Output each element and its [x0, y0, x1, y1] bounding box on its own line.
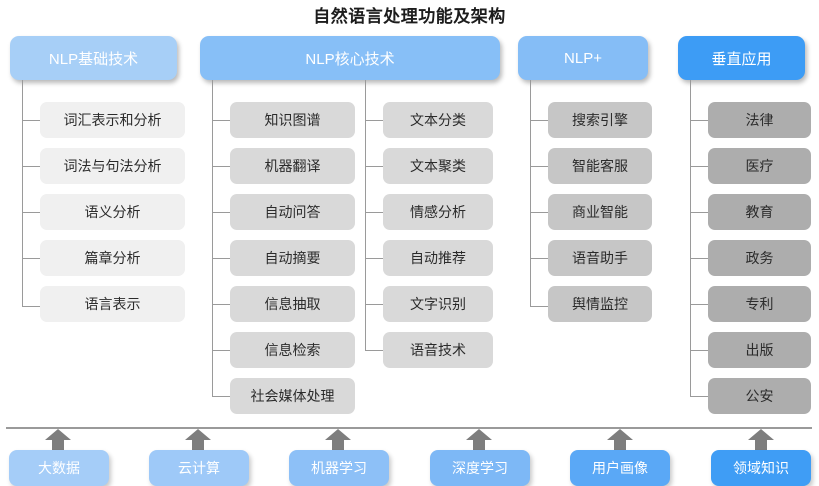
item-box[interactable]: 文字识别 [383, 286, 493, 322]
item-box[interactable]: 商业智能 [548, 194, 652, 230]
item-box[interactable]: 知识图谱 [230, 102, 355, 138]
column-header-nlp-basic[interactable]: NLP基础技术 [10, 36, 177, 80]
connector-stub [212, 212, 230, 213]
item-box[interactable]: 智能客服 [548, 148, 652, 184]
connector-stub [212, 120, 230, 121]
item-box[interactable]: 语义分析 [40, 194, 185, 230]
connector-stub [530, 258, 548, 259]
connector-stub [690, 166, 708, 167]
up-arrow-icon [466, 429, 492, 451]
connector-stub [365, 258, 383, 259]
item-box[interactable]: 搜索引擎 [548, 102, 652, 138]
item-box[interactable]: 法律 [708, 102, 811, 138]
up-arrow-icon [185, 429, 211, 451]
item-box[interactable]: 文本分类 [383, 102, 493, 138]
item-box[interactable]: 文本聚类 [383, 148, 493, 184]
connector-stub [212, 166, 230, 167]
connector-stub [365, 120, 383, 121]
item-box[interactable]: 语言表示 [40, 286, 185, 322]
connector-trunk [530, 80, 531, 307]
item-box[interactable]: 信息抽取 [230, 286, 355, 322]
item-box[interactable]: 自动推荐 [383, 240, 493, 276]
connector-stub [22, 306, 40, 307]
connector-trunk [365, 80, 366, 351]
connector-trunk [22, 80, 23, 307]
connector-stub [22, 258, 40, 259]
page-title: 自然语言处理功能及架构 [313, 7, 506, 26]
foundation-box[interactable]: 深度学习 [430, 450, 530, 486]
connector-stub [212, 258, 230, 259]
foundation-box[interactable]: 用户画像 [570, 450, 670, 486]
item-box[interactable]: 社会媒体处理 [230, 378, 355, 414]
connector-stub [530, 166, 548, 167]
connector-stub [530, 306, 548, 307]
connector-stub [690, 212, 708, 213]
connector-stub [690, 258, 708, 259]
connector-stub [22, 212, 40, 213]
connector-stub [530, 212, 548, 213]
foundation-box[interactable]: 云计算 [149, 450, 249, 486]
up-arrow-icon [748, 429, 774, 451]
item-box[interactable]: 语音助手 [548, 240, 652, 276]
connector-stub [212, 396, 230, 397]
base-divider [6, 427, 812, 429]
item-box[interactable]: 机器翻译 [230, 148, 355, 184]
item-box[interactable]: 情感分析 [383, 194, 493, 230]
connector-stub [365, 350, 383, 351]
connector-trunk [690, 80, 691, 397]
connector-stub [212, 350, 230, 351]
connector-stub [365, 304, 383, 305]
item-box[interactable]: 词法与句法分析 [40, 148, 185, 184]
connector-trunk [212, 80, 213, 397]
connector-stub [22, 166, 40, 167]
connector-stub [212, 304, 230, 305]
up-arrow-icon [607, 429, 633, 451]
item-box[interactable]: 出版 [708, 332, 811, 368]
connector-stub [22, 120, 40, 121]
foundation-box[interactable]: 机器学习 [289, 450, 389, 486]
item-box[interactable]: 语音技术 [383, 332, 493, 368]
foundation-box[interactable]: 大数据 [9, 450, 109, 486]
column-header-nlp-plus[interactable]: NLP+ [518, 36, 648, 80]
connector-stub [365, 166, 383, 167]
up-arrow-icon [325, 429, 351, 451]
item-box[interactable]: 自动摘要 [230, 240, 355, 276]
item-box[interactable]: 自动问答 [230, 194, 355, 230]
item-box[interactable]: 舆情监控 [548, 286, 652, 322]
item-box[interactable]: 词汇表示和分析 [40, 102, 185, 138]
connector-stub [690, 396, 708, 397]
connector-stub [690, 120, 708, 121]
item-box[interactable]: 篇章分析 [40, 240, 185, 276]
column-header-nlp-core[interactable]: NLP核心技术 [200, 36, 500, 80]
item-box[interactable]: 医疗 [708, 148, 811, 184]
connector-stub [690, 304, 708, 305]
item-box[interactable]: 专利 [708, 286, 811, 322]
item-box[interactable]: 教育 [708, 194, 811, 230]
connector-stub [365, 212, 383, 213]
item-box[interactable]: 公安 [708, 378, 811, 414]
item-box[interactable]: 政务 [708, 240, 811, 276]
up-arrow-icon [45, 429, 71, 451]
connector-stub [530, 120, 548, 121]
connector-stub [690, 350, 708, 351]
column-header-vertical-app[interactable]: 垂直应用 [678, 36, 805, 80]
foundation-box[interactable]: 领域知识 [711, 450, 811, 486]
item-box[interactable]: 信息检索 [230, 332, 355, 368]
